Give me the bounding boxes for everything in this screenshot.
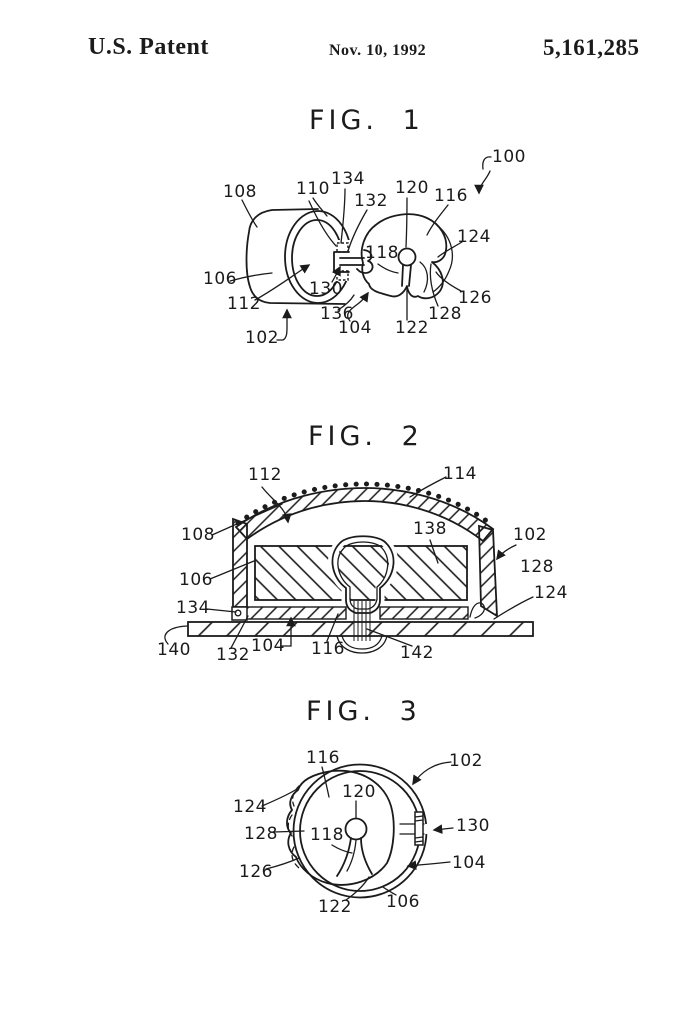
fig1-ref-136: 136 — [320, 304, 354, 324]
fig2-ref-134: 134 — [176, 598, 210, 618]
fig1-ref-124: 124 — [457, 227, 491, 247]
fig1-ref-122: 122 — [395, 318, 429, 338]
fig1-ref-106: 106 — [203, 269, 237, 289]
fig2-ref-108: 108 — [181, 525, 215, 545]
fig3-ref-104: 104 — [452, 853, 486, 873]
fig2-ref-128: 128 — [520, 557, 554, 577]
fig3-ref-102: 102 — [449, 751, 483, 771]
header-date: Nov. 10, 1992 — [329, 42, 427, 59]
fig2-ref-114: 114 — [443, 464, 477, 484]
fig3-ref-106: 106 — [386, 892, 420, 912]
fig3-ref-130: 130 — [456, 816, 490, 836]
fig1-ref-108: 108 — [223, 182, 257, 202]
fig2-ref-104: 104 — [251, 636, 285, 656]
fig3-ref-116: 116 — [306, 748, 340, 768]
fig1-ref-112: 112 — [227, 294, 261, 314]
fig2-ref-106: 106 — [179, 570, 213, 590]
fig2-ref-116: 116 — [311, 639, 345, 659]
fig3-ref-126: 126 — [239, 862, 273, 882]
fig1-ref-130: 130 — [309, 279, 343, 299]
fig2-ref-112: 112 — [248, 465, 282, 485]
fig2-ref-138: 138 — [413, 519, 447, 539]
fig3-ref-120: 120 — [342, 782, 376, 802]
header-publication: U.S. Patent — [88, 34, 209, 60]
fig2-ref-142: 142 — [400, 643, 434, 663]
fig1-ref-104: 104 — [338, 318, 372, 338]
fig2-title: FIG. 2 — [308, 421, 423, 452]
fig1-ref-100: 100 — [492, 147, 526, 167]
fig3-ref-124: 124 — [233, 797, 267, 817]
fig1-ref-118: 118 — [365, 243, 399, 263]
fig2-drawing — [164, 476, 534, 654]
fig1-ref-110: 110 — [296, 179, 330, 199]
fig1-ref-102: 102 — [245, 328, 279, 348]
fig3-ref-118: 118 — [310, 825, 344, 845]
fig1-ref-116: 116 — [434, 186, 468, 206]
fig2-ref-124: 124 — [534, 583, 568, 603]
header-patent-number: 5,161,285 — [543, 35, 640, 60]
fig3-title: FIG. 3 — [306, 696, 421, 727]
fig1-ref-128: 128 — [428, 304, 462, 324]
fig1-ref-132: 132 — [354, 191, 388, 211]
fig1-drawing — [229, 156, 492, 341]
fig1-ref-120: 120 — [395, 178, 429, 198]
fig1-ref-126: 126 — [458, 288, 492, 308]
fig3-ref-128: 128 — [244, 824, 278, 844]
fig2-ref-140: 140 — [157, 640, 191, 660]
fig3-drawing — [261, 761, 454, 901]
fig2-ref-132: 132 — [216, 645, 250, 665]
fig1-title: FIG. 1 — [309, 105, 424, 136]
fig1-ref-134: 134 — [331, 169, 365, 189]
fig2-ref-102: 102 — [513, 525, 547, 545]
fig3-ref-122: 122 — [318, 897, 352, 917]
